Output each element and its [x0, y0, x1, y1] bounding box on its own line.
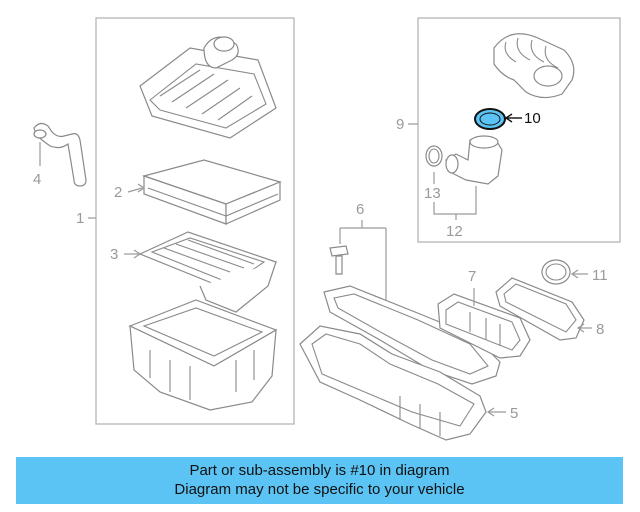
part-5-lower-duct[interactable]: [299, 325, 487, 441]
intake-hose[interactable]: [493, 33, 575, 99]
leader-8-arrow: [576, 323, 585, 333]
air-cleaner-cover[interactable]: [139, 36, 277, 139]
callout-12: 12: [446, 223, 463, 240]
part-10-seal-highlighted[interactable]: [474, 108, 506, 130]
mounting-bolt[interactable]: [329, 245, 349, 275]
callout-8: 8: [596, 321, 604, 338]
leader-2-arrow: [137, 183, 146, 193]
assembly-1-frame: [95, 17, 295, 425]
part-13-ring[interactable]: [425, 145, 443, 167]
air-cleaner-lower-housing[interactable]: [128, 299, 278, 411]
callout-5: 5: [510, 405, 518, 422]
callout-1: 1: [76, 210, 84, 227]
callout-3: 3: [110, 246, 118, 263]
callout-6: 6: [356, 201, 364, 218]
part-12-elbow[interactable]: [445, 135, 503, 185]
callout-2: 2: [114, 184, 122, 201]
leader-10-arrow: [504, 113, 513, 123]
assembly-9-frame: [417, 17, 621, 243]
part-2-filter-element[interactable]: [141, 159, 282, 225]
callout-7: 7: [468, 268, 476, 285]
part-4-hose[interactable]: [33, 122, 87, 187]
callout-10: 10: [524, 110, 541, 127]
leader-5-arrow: [486, 407, 495, 417]
diagram-caption-banner: Part or sub-assembly is #10 in diagram D…: [16, 457, 623, 504]
leader-6: [339, 220, 387, 300]
leader-12: [433, 186, 477, 220]
callout-4: 4: [33, 171, 41, 188]
part-6-duct[interactable]: [323, 285, 501, 385]
part-3-filter-frame[interactable]: [138, 231, 278, 313]
part-7-resonator[interactable]: [437, 293, 531, 359]
callout-13: 13: [424, 185, 441, 202]
part-11-clamp[interactable]: [541, 259, 571, 285]
leader-11-arrow: [570, 269, 579, 279]
leader-3-arrow: [133, 249, 142, 259]
callout-11: 11: [592, 267, 608, 284]
caption-line-1: Part or sub-assembly is #10 in diagram: [189, 462, 450, 479]
caption-line-2: Diagram may not be specific to your vehi…: [174, 481, 465, 498]
leader-2: [127, 187, 143, 193]
callout-9: 9: [396, 116, 404, 133]
